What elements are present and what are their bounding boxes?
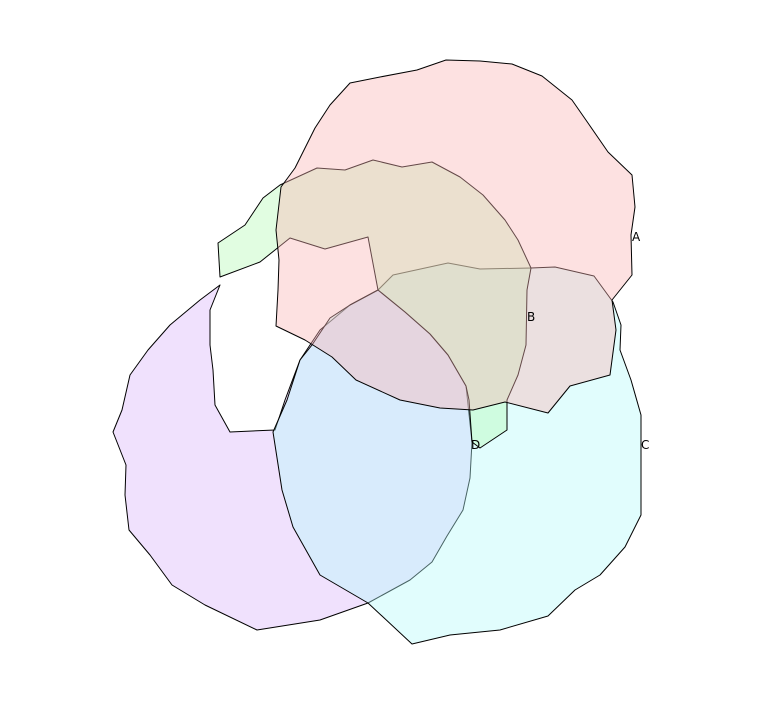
set-c-label: C — [641, 438, 649, 452]
set-d-shape — [112, 284, 473, 631]
set-d-label: D — [471, 438, 480, 452]
set-a-shape — [275, 59, 636, 414]
set-c-shape — [272, 262, 642, 645]
set-b-label: B — [527, 310, 535, 324]
set-b-shape — [217, 159, 532, 449]
set-a-label: A — [632, 230, 641, 244]
